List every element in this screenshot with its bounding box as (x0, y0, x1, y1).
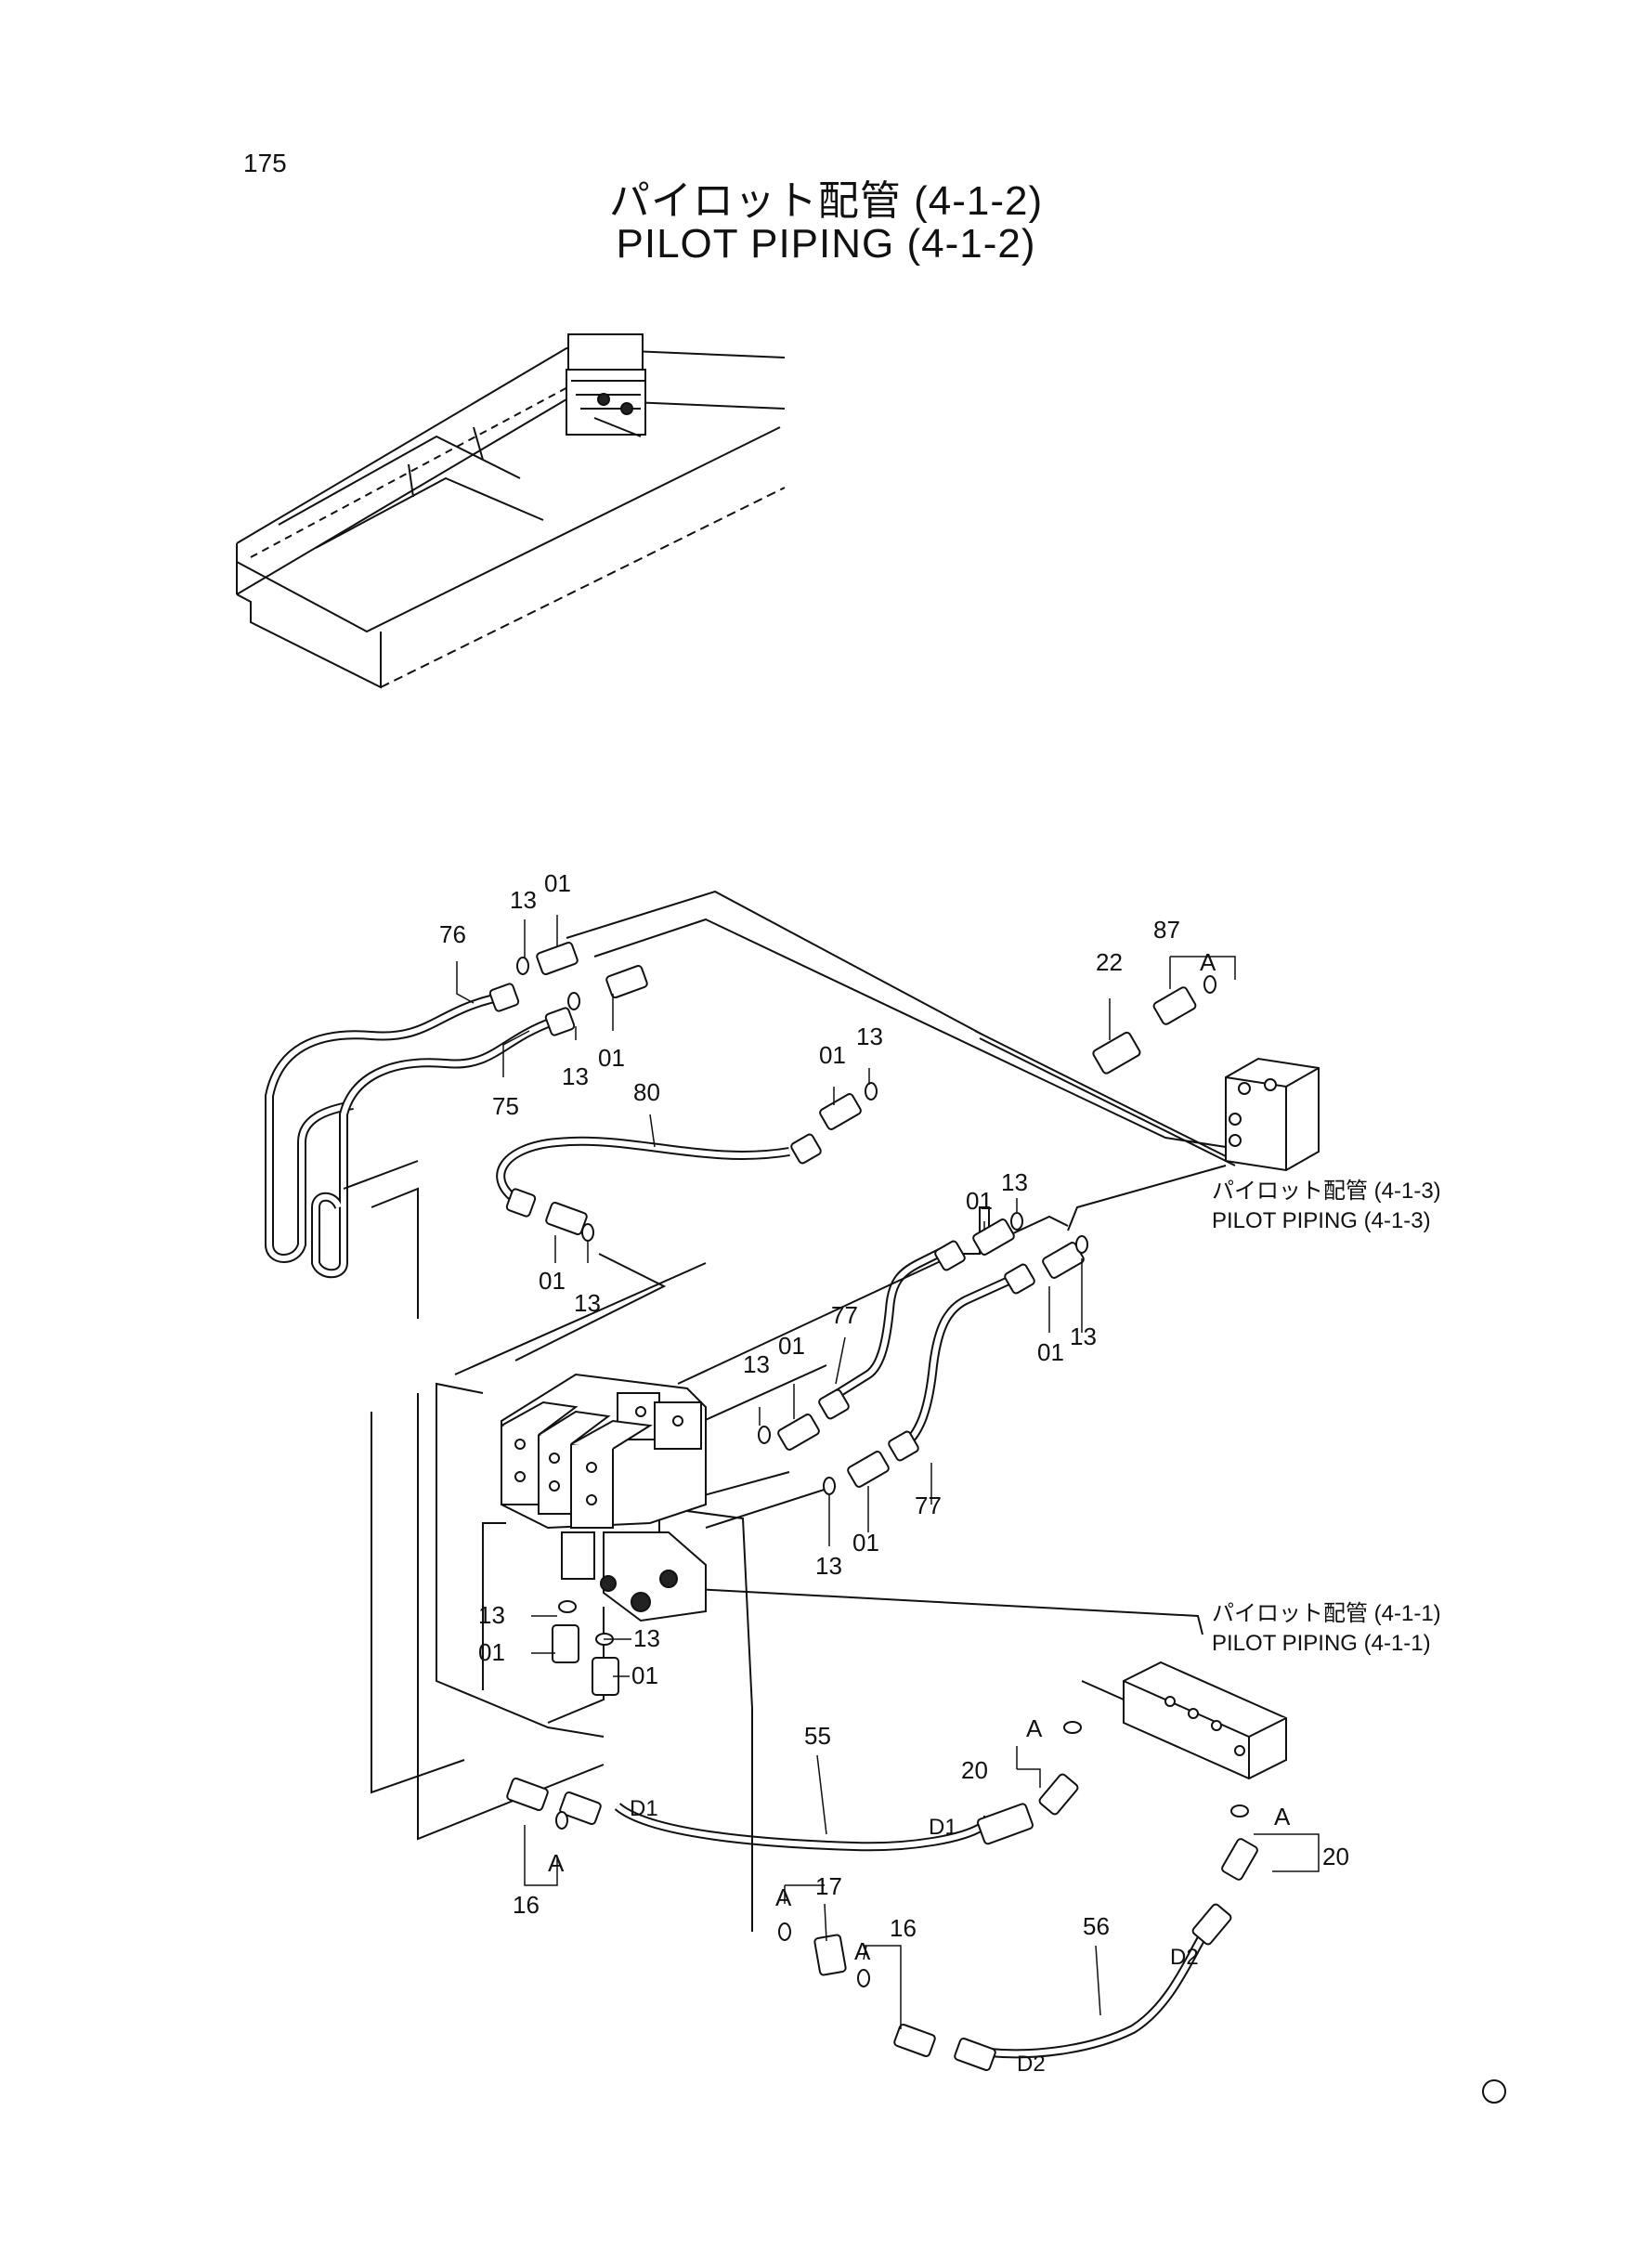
callout-22: 22 (1096, 948, 1123, 976)
hydraulic-lines (265, 890, 1236, 2059)
callout-16: 16 (513, 1891, 540, 1919)
callout-13: 13 (815, 1552, 842, 1580)
cross-references: パイロット配管 (4-1-3) PILOT PIPING (4-1-3) パイロ… (1212, 1179, 1441, 1656)
callout-80: 80 (633, 1078, 660, 1106)
callout-13: 13 (856, 1023, 883, 1050)
callout-01: 01 (852, 1529, 879, 1557)
mark-a: A (1026, 1714, 1043, 1742)
callout-13: 13 (1070, 1322, 1097, 1350)
title-japanese: パイロット配管 (4-1-2) (608, 178, 1044, 224)
mark-a: A (1274, 1803, 1291, 1831)
callout-01: 01 (631, 1661, 658, 1689)
watermark-mark (1482, 2079, 1506, 2104)
page-number: 175 (243, 149, 287, 177)
mark-d2: D2 (1017, 2052, 1046, 2077)
callout-13: 13 (478, 1601, 505, 1629)
callout-20: 20 (961, 1756, 988, 1784)
callout-13: 13 (743, 1350, 770, 1378)
mark-d1: D1 (630, 1796, 658, 1821)
callout-01: 01 (478, 1638, 505, 1666)
chassis-locator-view (236, 333, 786, 689)
manifold-block-4-1-3 (1225, 1057, 1320, 1172)
mark-d1: D1 (929, 1815, 957, 1840)
callout-13: 13 (1001, 1168, 1028, 1196)
callout-01: 01 (598, 1044, 625, 1072)
callout-75: 75 (492, 1092, 519, 1120)
mark-a: A (775, 1883, 792, 1911)
callout-01: 01 (539, 1267, 566, 1295)
callout-17: 17 (815, 1872, 842, 1900)
callout-01: 01 (544, 869, 571, 897)
o-rings (516, 957, 1249, 1987)
callout-13: 13 (562, 1062, 589, 1090)
mark-a: A (1200, 948, 1216, 976)
pilot-valve-block (501, 1373, 707, 1622)
mark-a: A (854, 1937, 871, 1965)
callout-01: 01 (1037, 1338, 1064, 1366)
callout-77: 77 (915, 1492, 942, 1519)
callout-leaders (456, 915, 1320, 2029)
callout-16: 16 (890, 1914, 917, 1942)
callout-55: 55 (804, 1722, 831, 1750)
callout-56: 56 (1083, 1912, 1110, 1940)
mark-d2: D2 (1170, 1945, 1199, 1970)
part-callouts: 01 13 76 75 13 01 80 01 13 01 13 87 22 0… (439, 869, 1349, 2077)
fittings (488, 942, 1258, 2071)
callout-13: 13 (574, 1289, 601, 1317)
callout-13: 13 (633, 1624, 660, 1652)
ref-4-1-3-japanese: パイロット配管 (4-1-3) (1212, 1179, 1441, 1204)
callout-01: 01 (819, 1041, 846, 1069)
manifold-block-4-1-1 (1123, 1661, 1287, 1780)
callout-13: 13 (510, 886, 537, 914)
callout-76: 76 (439, 920, 466, 948)
callout-01: 01 (778, 1332, 805, 1360)
ref-4-1-3-english: PILOT PIPING (4-1-3) (1212, 1208, 1431, 1233)
title-english: PILOT PIPING (4-1-2) (616, 221, 1036, 267)
callout-01: 01 (966, 1187, 993, 1215)
mark-a: A (548, 1849, 565, 1877)
ref-4-1-1-japanese: パイロット配管 (4-1-1) (1212, 1601, 1441, 1626)
ref-4-1-1-english: PILOT PIPING (4-1-1) (1212, 1631, 1431, 1656)
callout-87: 87 (1153, 916, 1180, 944)
callout-77: 77 (831, 1301, 858, 1329)
callout-20: 20 (1322, 1843, 1349, 1870)
